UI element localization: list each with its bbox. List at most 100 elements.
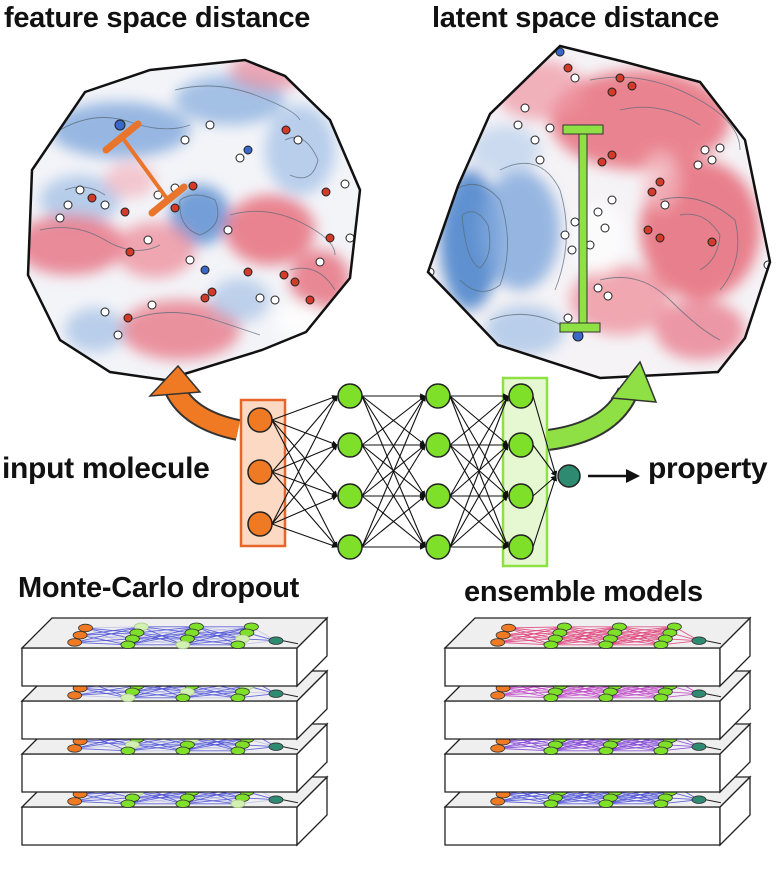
- input-node: [247, 407, 273, 433]
- network-edge: [449, 395, 509, 497]
- latent-layer-box: [501, 376, 549, 568]
- mini-edge: [74, 744, 133, 749]
- mini-edge: [191, 626, 252, 634]
- mini-node: [691, 742, 707, 751]
- mini-node: [691, 795, 707, 804]
- mini-node: [598, 799, 614, 808]
- network-edge: [271, 495, 338, 525]
- feature-data-points: [55, 119, 355, 340]
- mini-edge: [127, 738, 192, 752]
- mini-node: [598, 746, 614, 755]
- mini-node: [175, 640, 191, 649]
- mini-edge: [191, 632, 239, 646]
- mini-edge: [503, 687, 551, 699]
- network-edge: [361, 395, 426, 497]
- mini-node: [490, 744, 506, 753]
- mini-edge: [80, 793, 133, 799]
- mini-edge: [503, 793, 551, 805]
- mini-edge: [80, 687, 133, 693]
- latent-distance-marker: [559, 124, 604, 333]
- mini-node: [543, 746, 559, 755]
- layer-front-face: [444, 753, 721, 793]
- mini-output-arrow: [282, 640, 299, 645]
- mini-edge: [182, 797, 243, 805]
- mini-edge: [136, 626, 197, 634]
- network-edge: [361, 395, 426, 548]
- mini-node: [120, 746, 136, 755]
- mini-edge: [74, 685, 137, 696]
- mini-edge: [80, 634, 128, 646]
- mini-edge: [127, 791, 192, 805]
- mini-edge: [127, 638, 188, 646]
- mini-node: [175, 746, 191, 755]
- mini-edge: [127, 744, 188, 752]
- mini-edge: [74, 738, 137, 749]
- network-edge: [271, 444, 338, 473]
- mini-edge: [132, 638, 183, 646]
- mini-output-arrow: [705, 746, 722, 751]
- property-label: property: [648, 452, 768, 485]
- mini-node: [653, 640, 669, 649]
- network-edge: [532, 395, 558, 477]
- mini-edge: [497, 641, 551, 646]
- hidden-node: [337, 483, 363, 509]
- hidden-node: [508, 483, 534, 509]
- mini-node: [67, 744, 83, 753]
- mini-node: [653, 799, 669, 808]
- mini-edge: [497, 744, 556, 749]
- feature-space-title: feature space distance: [4, 2, 311, 34]
- mini-edge: [605, 797, 666, 805]
- mini-edge: [196, 626, 247, 634]
- mini-edge: [127, 632, 192, 646]
- mini-edge: [85, 627, 129, 646]
- mini-node: [78, 623, 93, 633]
- mini-edge: [85, 627, 137, 634]
- stack-layer: [443, 616, 752, 688]
- mini-edge: [132, 797, 183, 805]
- mini-edge: [132, 738, 192, 746]
- mini-node: [490, 797, 506, 806]
- latent-space-title: latent space distance: [432, 2, 720, 34]
- mini-output-arrow: [282, 693, 299, 698]
- mini-edge: [497, 685, 560, 696]
- network-edge: [271, 523, 338, 548]
- mini-node: [230, 746, 246, 755]
- mini-edge: [74, 694, 128, 699]
- hidden-node: [508, 383, 534, 409]
- mini-node: [691, 689, 707, 698]
- mini-edge: [74, 691, 133, 696]
- hidden-node: [337, 534, 363, 560]
- mini-node: [268, 795, 284, 804]
- mini-edge: [605, 638, 666, 646]
- mini-edge: [605, 632, 670, 646]
- mini-edge: [136, 685, 184, 699]
- ensemble-models-stack: [443, 616, 752, 847]
- mini-edge: [80, 634, 133, 640]
- mini-edge: [141, 626, 188, 640]
- mini-node: [67, 797, 83, 806]
- mini-edge: [80, 632, 137, 636]
- mini-edge: [555, 626, 620, 640]
- layer-front-face: [21, 700, 298, 740]
- mini-edge: [497, 694, 551, 699]
- network-edge: [449, 395, 509, 446]
- mini-node: [175, 693, 191, 702]
- network-edge: [532, 444, 557, 477]
- property-arrow: [588, 469, 640, 483]
- mini-edge: [497, 738, 560, 749]
- network-edge: [271, 395, 338, 525]
- hidden-node: [425, 534, 451, 560]
- mini-edge: [127, 685, 192, 699]
- mini-edge: [550, 791, 615, 805]
- network-edge: [532, 475, 558, 548]
- network-edge: [271, 444, 338, 525]
- mini-edge: [550, 685, 615, 699]
- mini-node: [268, 636, 284, 645]
- mini-edge: [497, 632, 560, 643]
- hidden-node: [425, 383, 451, 409]
- mini-node: [495, 631, 511, 640]
- hidden-node: [508, 534, 534, 560]
- mini-output-arrow: [705, 693, 722, 698]
- mini-edge: [503, 634, 551, 646]
